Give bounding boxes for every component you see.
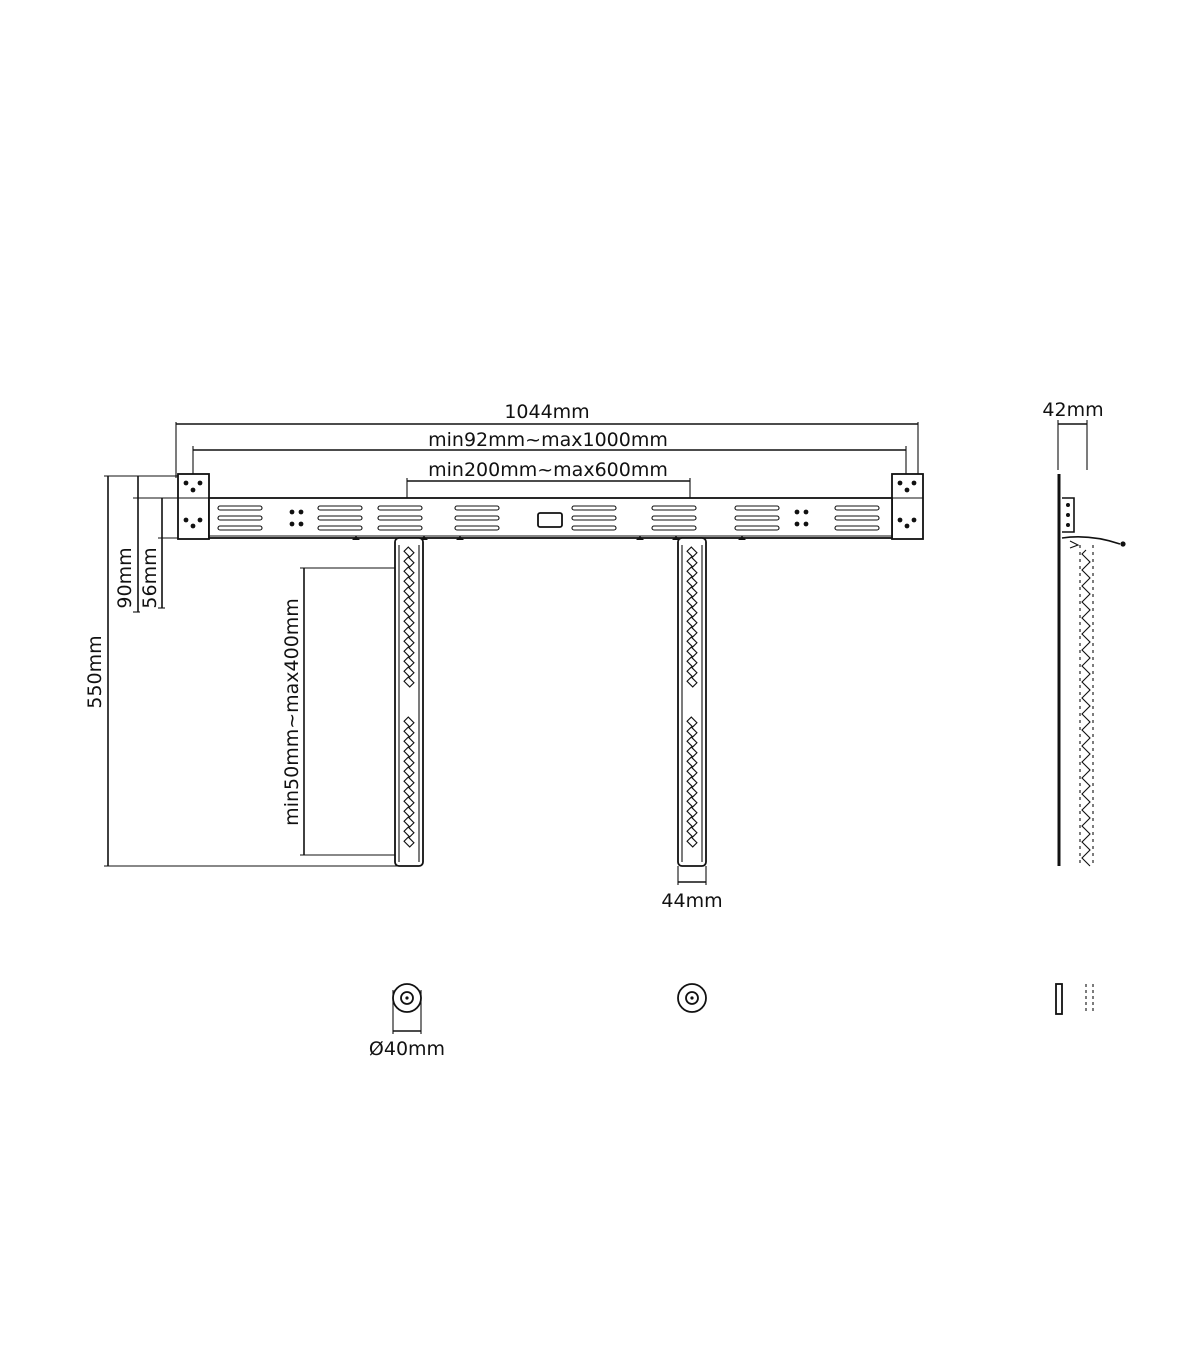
arm-end-view — [677, 983, 707, 1013]
right-arm — [677, 537, 707, 867]
left-end-bracket — [177, 473, 210, 540]
dim-offset-height: 56mm — [139, 498, 178, 609]
arm-spacing-label: min200mm~max600mm — [428, 459, 668, 481]
main-bar — [208, 497, 893, 540]
vesa-width-label: min92mm~max1000mm — [428, 429, 668, 451]
depth-label: 42mm — [1042, 399, 1103, 421]
dim-overall-height: 550mm — [84, 475, 400, 867]
bar-height-label: 90mm — [114, 547, 136, 608]
side-view: 42mm — [1042, 399, 1126, 867]
dim-overall-width: 1044mm — [175, 401, 919, 478]
dim-arm-length: min50mm~max400mm — [281, 567, 396, 856]
arm-diameter-label: Ø40mm — [369, 1038, 445, 1060]
offset-height-label: 56mm — [139, 547, 161, 608]
overall-width-label: 1044mm — [504, 401, 589, 423]
right-end-bracket — [891, 473, 924, 540]
overall-height-label: 550mm — [84, 635, 106, 708]
front-view: 1044mm min92mm~max1000mm min200mm~max600… — [84, 401, 924, 912]
left-arm — [394, 537, 424, 867]
dim-bar-height: 90mm — [114, 476, 178, 613]
arm-width-label: 44mm — [661, 890, 722, 912]
arm-length-label: min50mm~max400mm — [281, 598, 303, 826]
side-end-view — [1055, 983, 1094, 1015]
dim-vesa-width: min92mm~max1000mm — [192, 429, 907, 478]
dim-depth: 42mm — [1042, 399, 1104, 470]
arm-cross-section: Ø40mm — [369, 983, 445, 1060]
dim-arm-width: 44mm — [661, 866, 723, 912]
